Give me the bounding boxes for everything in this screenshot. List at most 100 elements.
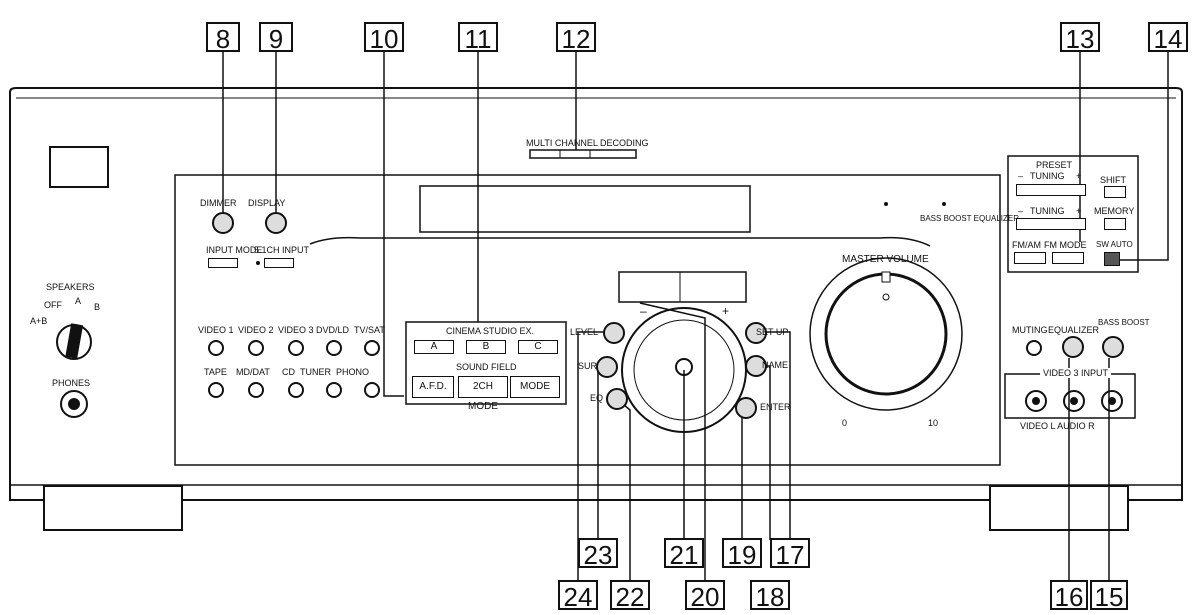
right-foot — [989, 485, 1129, 531]
input-tuner-button[interactable] — [326, 382, 342, 398]
callout-23: 23 — [578, 538, 618, 570]
jog-rocker — [618, 271, 747, 303]
enter-label: ENTER — [760, 402, 791, 412]
callout-18: 18 — [750, 580, 790, 612]
sur-button[interactable] — [596, 356, 618, 378]
display-button[interactable] — [265, 212, 287, 234]
enter-button[interactable] — [735, 397, 757, 419]
volume-max-label: 10 — [928, 418, 939, 428]
sound-field-label: SOUND FIELD — [456, 362, 517, 372]
tuning-plus-label: + — [1076, 206, 1082, 216]
level-label: LEVEL — [570, 327, 599, 337]
level-button[interactable] — [603, 322, 625, 344]
fm-mode-label: FM MODE — [1044, 240, 1087, 250]
input-dvd-label: DVD/LD — [316, 325, 350, 335]
callout-9: 9 — [259, 22, 293, 54]
callout-21: 21 — [664, 538, 704, 570]
display-window — [419, 185, 751, 233]
preset-tuning-label: TUNING — [1030, 171, 1065, 181]
input-phono-label: PHONO — [336, 367, 370, 377]
afd-button[interactable]: A.F.D. — [412, 376, 454, 398]
fm-mode-button[interactable] — [1052, 252, 1084, 264]
2ch-mode-button[interactable]: 2CH MODE — [458, 376, 508, 412]
sw-auto-button[interactable] — [1104, 252, 1120, 266]
input-mode-button[interactable] — [208, 258, 238, 268]
input-md-button[interactable] — [248, 382, 264, 398]
mode-button[interactable]: MODE — [510, 376, 560, 398]
speakers-ab-label: A+B — [30, 316, 48, 326]
input-tape-label: TAPE — [204, 367, 227, 377]
name-button[interactable] — [745, 355, 767, 377]
multi-channel-indicator — [529, 149, 637, 159]
jog-plus-label: + — [722, 304, 730, 318]
speakers-label: SPEAKERS — [46, 282, 95, 292]
muting-button[interactable] — [1026, 340, 1042, 356]
power-button — [49, 146, 109, 188]
eq-button[interactable] — [606, 388, 628, 410]
cinema-a-button[interactable]: A — [414, 340, 454, 354]
video3-input-label: VIDEO 3 INPUT — [1040, 368, 1112, 378]
sw-auto-label: SW AUTO — [1096, 240, 1133, 249]
input-dvd-button[interactable] — [326, 340, 342, 356]
equalizer-button[interactable] — [1062, 336, 1084, 358]
tuning-button[interactable] — [1016, 218, 1086, 230]
callout-20: 20 — [685, 580, 725, 612]
callout-13: 13 — [1060, 22, 1100, 54]
memory-label: MEMORY — [1094, 206, 1135, 216]
input-cd-label: CD — [282, 367, 295, 377]
input-mode-label: INPUT MODE — [206, 245, 263, 255]
phones-label: PHONES — [52, 378, 91, 388]
input-tuner-label: TUNER — [300, 367, 331, 377]
eq-label: EQ — [590, 393, 604, 403]
preset-tuning-button[interactable] — [1016, 184, 1086, 196]
volume-min-label: 0 — [842, 418, 848, 428]
input-video1-button[interactable] — [208, 340, 224, 356]
callout-19: 19 — [722, 538, 762, 570]
video-l-audio-r-label: VIDEO L AUDIO R — [1020, 421, 1095, 431]
name-label: NAME — [762, 360, 789, 370]
cinema-c-button[interactable]: C — [518, 340, 558, 354]
input-video3-button[interactable] — [288, 340, 304, 356]
setup-button[interactable] — [745, 322, 767, 344]
left-foot — [43, 485, 183, 531]
dimmer-label: DIMMER — [200, 198, 237, 208]
master-volume-indicator — [882, 293, 890, 301]
input-phono-button[interactable] — [364, 382, 380, 398]
input-video2-label: VIDEO 2 — [238, 325, 274, 335]
input-tvsat-button[interactable] — [364, 340, 380, 356]
cinema-studio-label: CINEMA STUDIO EX. — [446, 326, 535, 336]
multi-channel-label: MULTI CHANNEL DECODING — [526, 138, 649, 148]
bass-boost-led — [884, 202, 888, 206]
input-video3-label: VIDEO 3 — [278, 325, 314, 335]
callout-24: 24 — [558, 580, 598, 612]
master-volume-knob — [824, 272, 948, 396]
speakers-off-label: OFF — [44, 300, 62, 310]
callout-10: 10 — [364, 22, 404, 54]
input-cd-button[interactable] — [288, 382, 304, 398]
jog-minus-label: – — [640, 304, 647, 318]
input-tvsat-label: TV/SAT — [354, 325, 385, 335]
memory-button[interactable] — [1104, 218, 1126, 230]
fm-am-label: FM/AM — [1012, 240, 1041, 250]
callout-15: 15 — [1090, 580, 1128, 612]
fm-am-button[interactable] — [1014, 252, 1046, 264]
bass-boost-label: BASS BOOST — [1098, 318, 1150, 327]
bass-boost-eq-label: BASS BOOST EQUALIZER — [920, 214, 1019, 223]
bass-boost-button[interactable] — [1102, 336, 1124, 358]
input-video2-button[interactable] — [248, 340, 264, 356]
input-tape-button[interactable] — [208, 382, 224, 398]
callout-17: 17 — [770, 538, 810, 570]
tuning-label: TUNING — [1030, 206, 1065, 216]
callout-14: 14 — [1148, 22, 1188, 54]
sur-label: SUR — [578, 361, 598, 371]
ch51-input-label: 5.1CH INPUT — [254, 245, 310, 255]
display-label: DISPLAY — [248, 198, 286, 208]
ch51-input-button[interactable] — [264, 258, 294, 268]
dimmer-button[interactable] — [212, 212, 234, 234]
shift-label: SHIFT — [1100, 175, 1126, 185]
shift-button[interactable] — [1104, 186, 1126, 198]
input-md-label: MD/DAT — [236, 367, 270, 377]
master-volume-label: MASTER VOLUME — [842, 254, 929, 265]
display-separator — [309, 236, 931, 247]
cinema-b-button[interactable]: B — [466, 340, 506, 354]
